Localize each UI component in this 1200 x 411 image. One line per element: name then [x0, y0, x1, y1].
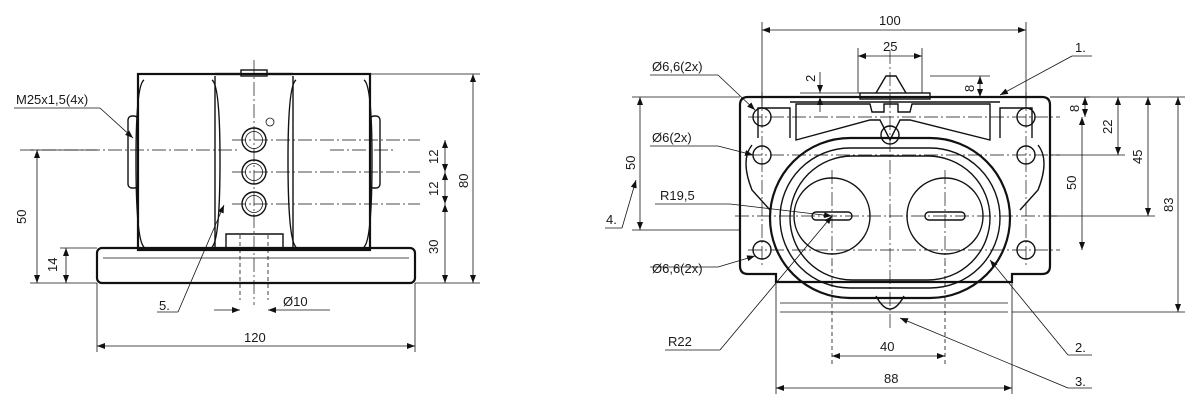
base-plate: [95, 246, 417, 285]
right-view: [605, 22, 1185, 394]
thread-hub-right: [369, 115, 381, 189]
radius-22: R22: [668, 334, 692, 349]
dim-2: 2: [803, 75, 818, 82]
radius-19-5: R19,5: [660, 188, 695, 203]
callout-3: 3.: [1075, 374, 1086, 389]
callout-4: 4.: [606, 212, 617, 227]
dim-50-left-vertical: 50: [623, 156, 638, 170]
dim-40: 40: [880, 339, 894, 354]
dim-8-top: 8: [962, 85, 977, 92]
actuator-lever: [795, 103, 991, 142]
dim-14: 14: [45, 258, 60, 272]
dim-100: 100: [879, 13, 901, 28]
dim-22: 22: [1100, 120, 1115, 134]
hole-label-bottom: Ø6,6(2x): [652, 261, 703, 276]
dim-83: 83: [1161, 198, 1176, 212]
callout-5: 5.: [159, 298, 170, 313]
dim-25: 25: [883, 39, 897, 54]
dim-50-left: 50: [14, 210, 29, 224]
dim-8-right: 8: [1067, 105, 1082, 112]
thread-label: M25x1,5(4x): [16, 92, 88, 107]
dim-88: 88: [884, 371, 898, 386]
dim-45: 45: [1130, 150, 1145, 164]
dim-30: 30: [426, 240, 441, 254]
dim-120: 120: [244, 330, 266, 345]
hole-label-mid: Ø6(2x): [652, 130, 692, 145]
dim-80: 80: [456, 174, 471, 188]
hole-label-top: Ø6,6(2x): [652, 59, 703, 74]
dim-12-a: 12: [426, 150, 441, 164]
dim-12-b: 12: [426, 182, 441, 196]
callout-1: 1.: [1075, 40, 1086, 55]
thread-hub-left: [127, 115, 139, 189]
dim-phi10: Ø10: [283, 294, 308, 309]
dim-50-right: 50: [1064, 176, 1079, 190]
left-view: [14, 60, 480, 352]
callout-2: 2.: [1075, 340, 1086, 355]
